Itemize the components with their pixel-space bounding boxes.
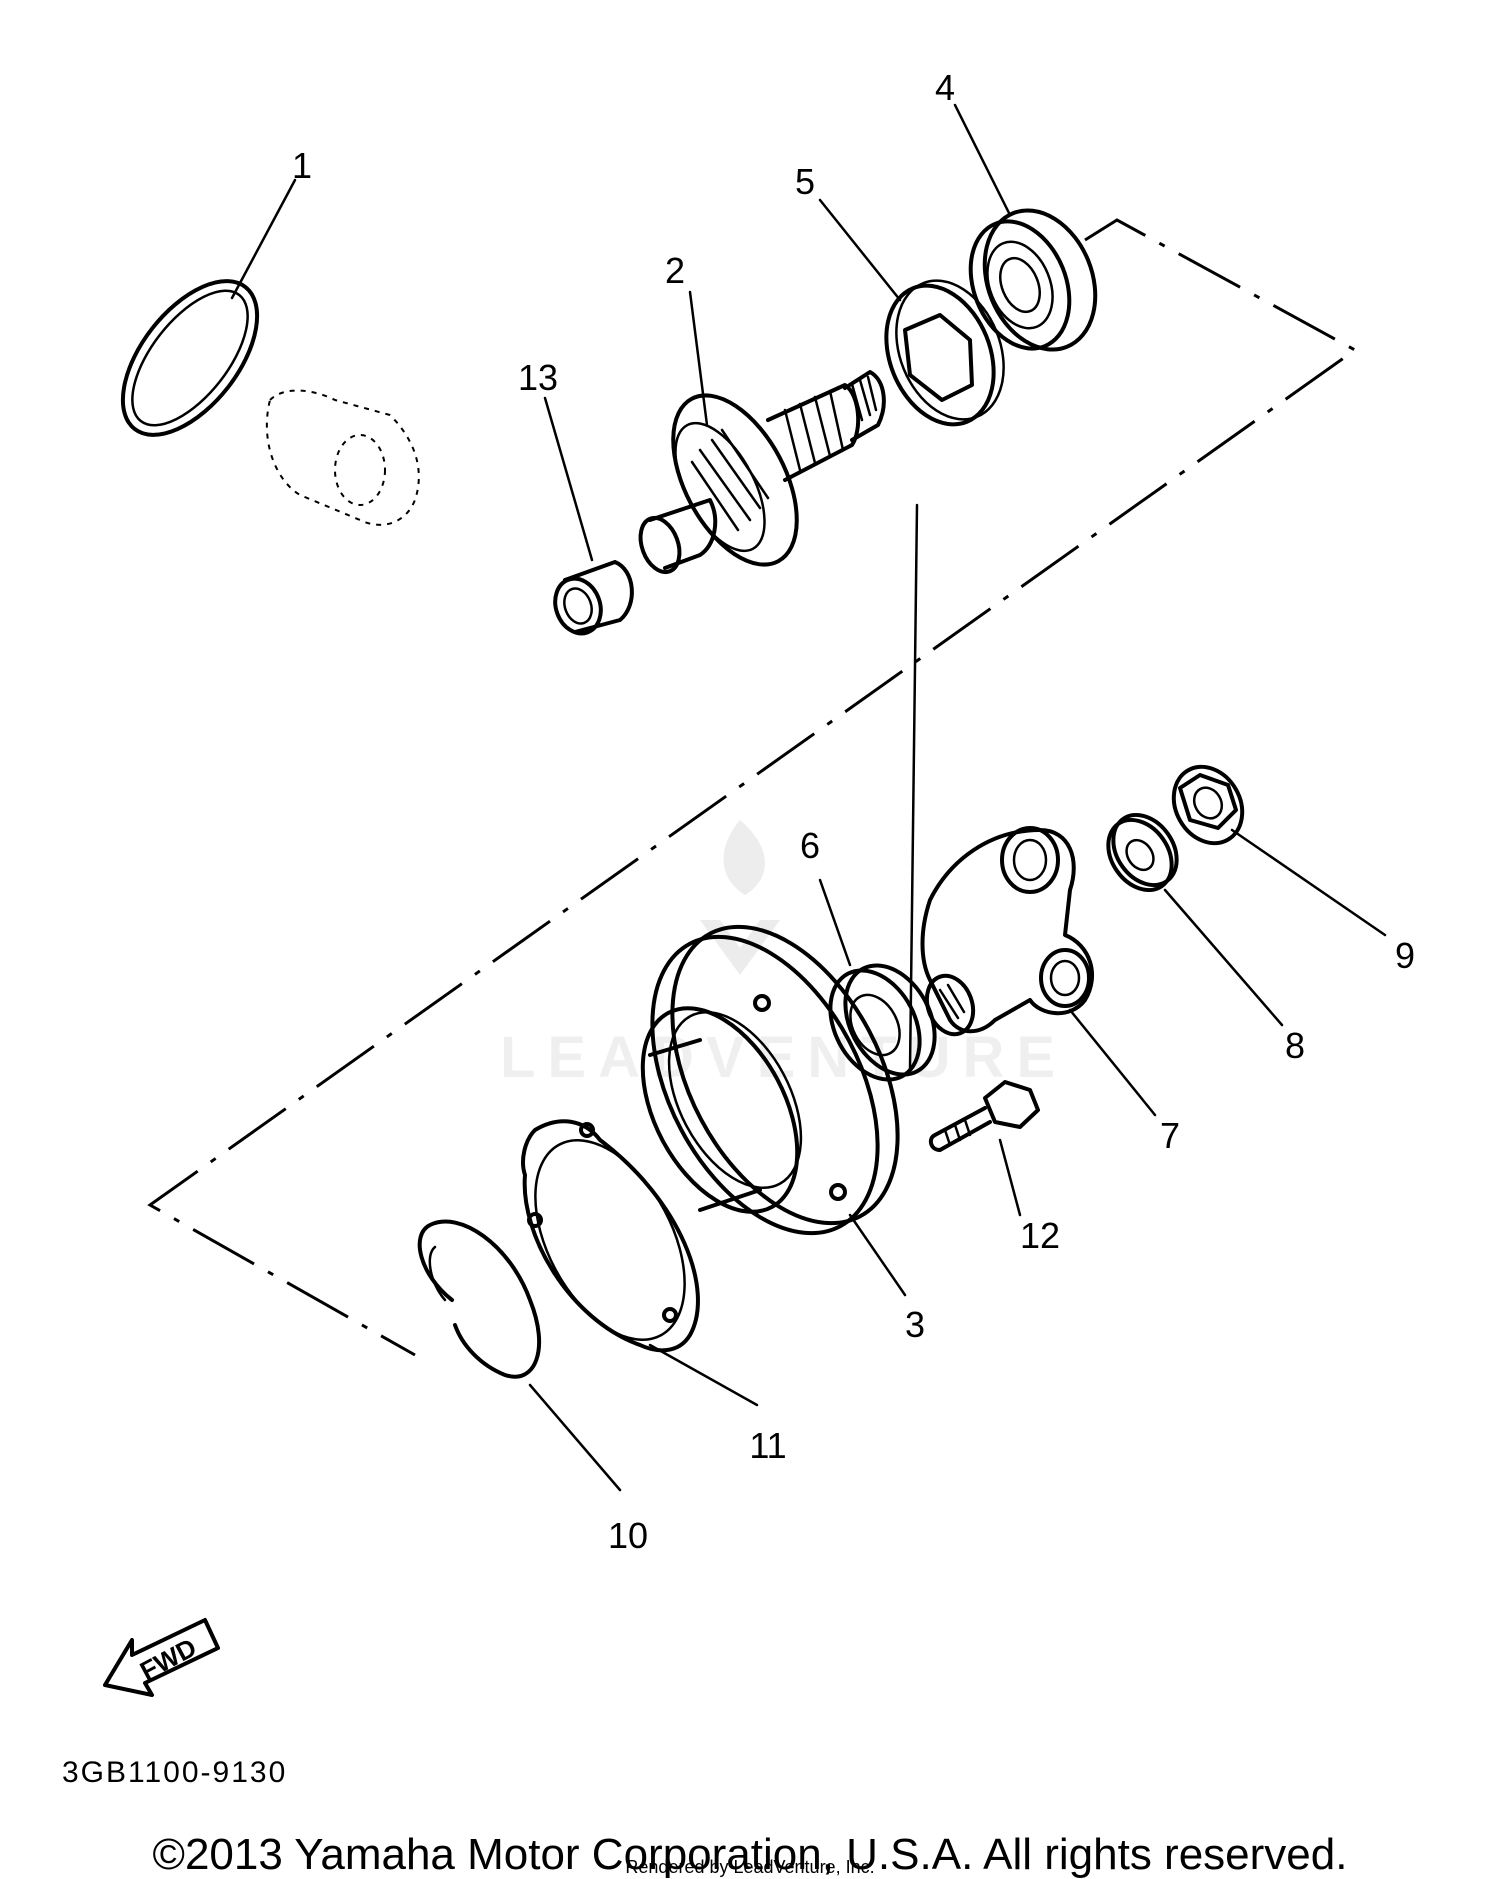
callout-2: 2 — [665, 250, 685, 291]
part-13-needle-bearing — [553, 560, 634, 636]
callout-3: 3 — [905, 1304, 925, 1345]
leadventure-watermark-logo — [700, 820, 780, 975]
part-3-housing — [640, 924, 900, 1236]
callout-4: 4 — [935, 67, 955, 108]
fwd-arrow-icon: FWD — [103, 1618, 220, 1697]
part-10-circlip — [417, 1219, 542, 1379]
part-5-hex-spacer — [884, 279, 1005, 427]
part-8-washer — [1106, 812, 1179, 893]
callout-7: 7 — [1160, 1115, 1180, 1156]
part-7-yoke — [920, 826, 1095, 1037]
watermark-text: LEADVENTURE — [500, 1025, 1067, 1090]
callout-10: 10 — [608, 1515, 648, 1556]
part-1-o-ring — [120, 279, 260, 437]
callout-5: 5 — [795, 161, 815, 202]
callout-11: 11 — [749, 1425, 786, 1466]
callout-12: 12 — [1020, 1215, 1060, 1256]
copyright-notice: ©2013 Yamaha Motor Corporation, U.S.A. A… — [152, 1830, 1348, 1879]
callout-13: 13 — [518, 357, 558, 398]
callout-8: 8 — [1285, 1025, 1305, 1066]
part-11-gasket — [521, 1119, 700, 1353]
part-2-gear-shaft — [638, 370, 886, 575]
fwd-label: FWD — [135, 1632, 201, 1686]
reference-gear-ghost — [265, 389, 420, 526]
assembly-outline — [147, 218, 1358, 1357]
part-4-ball-bearing — [968, 208, 1098, 352]
leader-lines — [230, 103, 1387, 1492]
diagram-code: 3GB1100-9130 — [62, 1756, 287, 1789]
callout-9: 9 — [1395, 935, 1415, 976]
rendered-by-notice: Rendered by LeadVenture, Inc. — [625, 1857, 875, 1877]
part-9-flange-nut — [1171, 764, 1245, 846]
part-12-bolt — [928, 1080, 1040, 1152]
callout-1: 1 — [292, 145, 312, 186]
callout-6: 6 — [800, 825, 820, 866]
